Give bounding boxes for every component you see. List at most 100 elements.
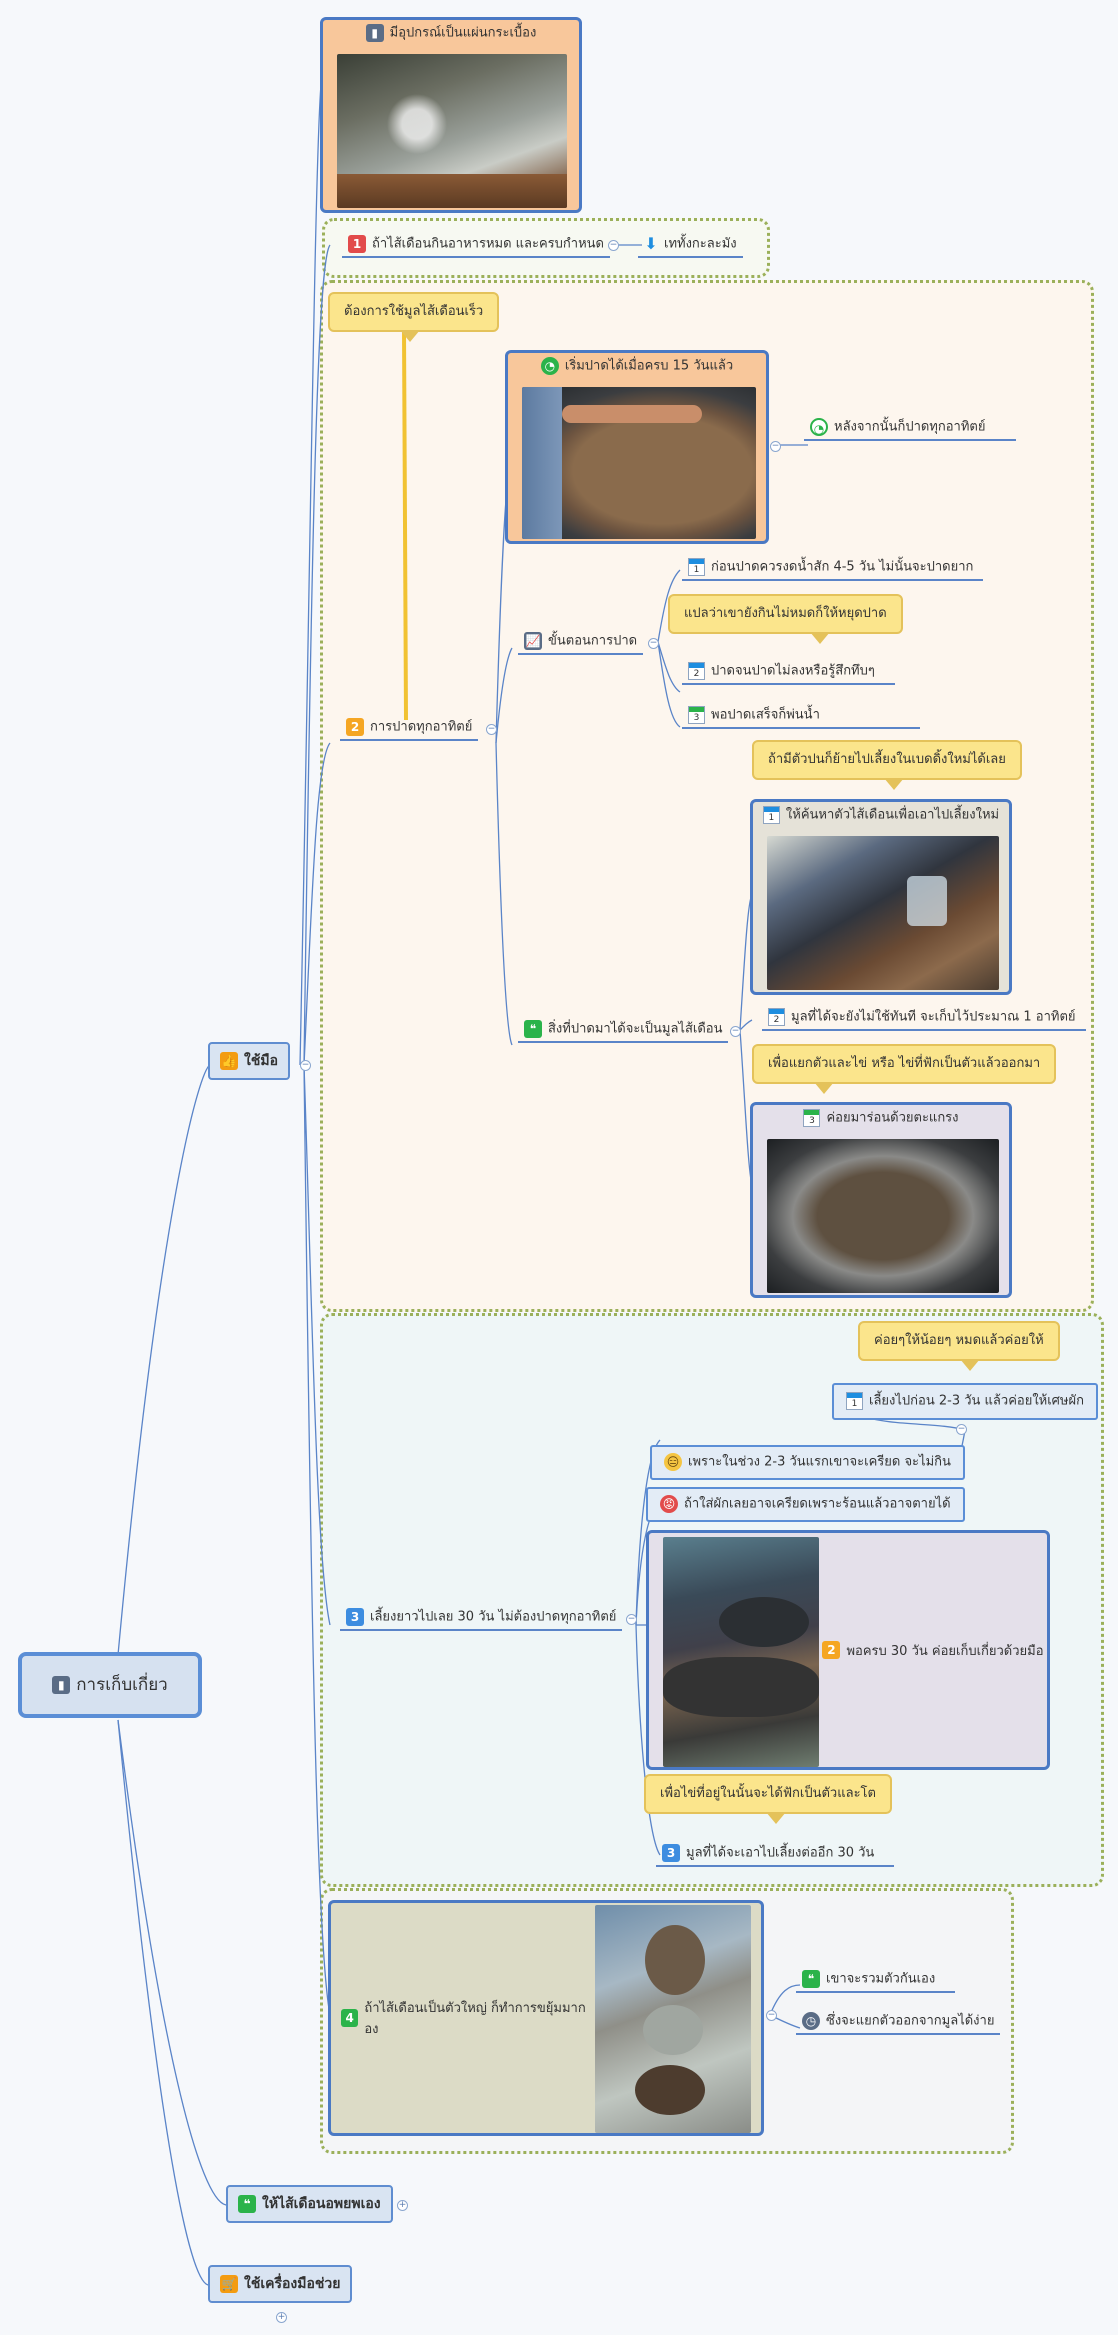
- callout-not-finished: แปลว่าเขายังกินไม่หมดก็ให้หยุดปาด: [668, 594, 903, 644]
- reuse-30-topic[interactable]: 3 มูลที่ได้จะเอาไปเลี้ยงต่ออีก 30 วัน: [656, 1842, 895, 1867]
- collapse-toggle[interactable]: −: [770, 441, 781, 452]
- step3-topic[interactable]: 3 เลี้ยงยาวไปเลย 30 วัน ไม่ต้องปาดทุกอาทิ…: [340, 1606, 623, 1631]
- reason-heat-topic[interactable]: 😡 ถ้าใส่ผักเลยอาจเครียดเพราะร้อนแล้วอาจตา…: [646, 1487, 965, 1522]
- procedure-topic[interactable]: 📈 ขั้นตอนการปาด: [518, 630, 644, 655]
- bar-chart-icon: ▮: [365, 24, 384, 42]
- step1-label: ถ้าไส้เดือนกินอาหารหมด และครบกำหนด: [372, 236, 604, 252]
- pie-icon: ◔: [540, 357, 559, 375]
- calendar-icon: 3: [803, 1109, 821, 1127]
- line-chart-icon: 📈: [524, 632, 542, 650]
- harvest-30-label: พอครบ 30 วัน ค่อยเก็บเกี่ยวด้วยมือ: [846, 1643, 1044, 1659]
- reason-stress-topic[interactable]: 😑เพราะในช่วง 2-3 วันแรกเขาจะเครียด จะไม่…: [650, 1445, 965, 1480]
- collapse-toggle[interactable]: −: [300, 1060, 311, 1071]
- step2-label: การปาดทุกอาทิตย์: [370, 719, 473, 735]
- start-scrape-card[interactable]: ◔ เริ่มปาดได้เมื่อครบ 15 วันแล้ว: [505, 350, 769, 544]
- arrow-down-icon: ⬇: [644, 234, 658, 253]
- number-badge-3: 3: [662, 1844, 680, 1862]
- callout-feed-little: ค่อยๆให้น้อยๆ หมดแล้วค่อยให้: [858, 1321, 1060, 1371]
- harvest-30-card[interactable]: 2 พอครบ 30 วัน ค่อยเก็บเกี่ยวด้วยมือ: [646, 1530, 1050, 1770]
- number-badge-4: 4: [341, 2009, 359, 2027]
- expand-toggle[interactable]: +: [397, 2200, 408, 2211]
- procedure-item-1[interactable]: 1 ก่อนปาดควรงดน้ำสัก 4-5 วัน ไม่นั้นจะปาด…: [682, 556, 984, 581]
- calendar-icon: 1: [846, 1392, 863, 1410]
- boundary-step1: [322, 218, 770, 278]
- collapse-toggle[interactable]: −: [608, 240, 619, 251]
- procedure-item-1-label: ก่อนปาดควรงดน้ำสัก 4-5 วัน ไม่นั้นจะปาดย…: [711, 559, 974, 575]
- bar-chart-icon: ▮: [52, 1676, 71, 1694]
- worm-pile-photo: [595, 1905, 751, 2133]
- branch-hand[interactable]: 👍ใช้มือ: [208, 1042, 290, 1080]
- step1-topic[interactable]: 1 ถ้าไส้เดือนกินอาหารหมด และครบกำหนด: [342, 233, 610, 258]
- harvest-30-title: 2 พอครบ 30 วัน ค่อยเก็บเกี่ยวด้วยมือ: [819, 1533, 1047, 1767]
- collapse-toggle[interactable]: −: [730, 1026, 741, 1037]
- find-worms-title: 1 ให้ค้นหาตัวไส้เดือนเพื่อเอาไปเลี้ยงใหม่: [753, 802, 1009, 829]
- callout-separate-eggs-text: เพื่อแยกตัวและไข่ หรือ ไข่ที่ฟักเป็นตัวแ…: [768, 1056, 1041, 1071]
- branch-tool[interactable]: 🛒 ใช้เครื่องมือช่วย: [208, 2265, 353, 2303]
- branch-tool-label: ใช้เครื่องมือช่วย: [244, 2276, 341, 2292]
- callout-feed-little-text: ค่อยๆให้น้อยๆ หมดแล้วค่อยให้: [874, 1333, 1044, 1348]
- collapse-toggle[interactable]: −: [626, 1614, 637, 1625]
- tile-equipment-card[interactable]: ▮ มีอุปกรณ์เป็นแผ่นกระเบื้อง: [320, 17, 582, 213]
- feed-later-label: เลี้ยงไปก่อน 2-3 วัน แล้วค่อยให้เศษผัก: [869, 1393, 1084, 1409]
- worm-search-photo: [767, 836, 999, 990]
- step1-child[interactable]: ⬇ เททั้งกะละมัง: [638, 233, 743, 258]
- expand-toggle[interactable]: +: [276, 2312, 287, 2323]
- number-badge-3: 3: [346, 1608, 364, 1626]
- number-badge-2: 2: [822, 1641, 841, 1659]
- sieve-label: ค่อยมาร่อนด้วยตะแกรง: [826, 1110, 959, 1126]
- gather-topic[interactable]: ❝เขาจะรวมตัวกันเอง: [796, 1968, 956, 1993]
- tile-equipment-label: มีอุปกรณ์เป็นแผ่นกระเบื้อง: [389, 25, 537, 41]
- calendar-icon: 1: [762, 806, 780, 824]
- calendar-icon: 1: [688, 558, 705, 576]
- branch-self-migrate[interactable]: ❝ ให้ไส้เดือนอพยพเอง: [226, 2185, 393, 2223]
- tile-equipment-title: ▮ มีอุปกรณ์เป็นแผ่นกระเบื้อง: [323, 20, 579, 47]
- root-topic[interactable]: ▮ การเก็บเกี่ยว: [18, 1652, 202, 1718]
- clock-icon: ◷: [802, 2012, 820, 2030]
- start-scrape-label: เริ่มปาดได้เมื่อครบ 15 วันแล้ว: [564, 358, 734, 374]
- after-weekly-label: หลังจากนั้นก็ปาดทุกอาทิตย์: [834, 419, 986, 435]
- start-scrape-title: ◔ เริ่มปาดได้เมื่อครบ 15 วันแล้ว: [508, 353, 766, 380]
- collapse-toggle[interactable]: −: [766, 2010, 777, 2021]
- store-week-label: มูลที่ได้จะยังไม่ใช้ทันที จะเก็บไว้ประมา…: [791, 1009, 1076, 1025]
- find-worms-label: ให้ค้นหาตัวไส้เดือนเพื่อเอาไปเลี้ยงใหม่: [785, 807, 1000, 823]
- quote-icon: ❝: [238, 2195, 256, 2213]
- separate-topic[interactable]: ◷ซึ่งจะแยกตัวออกจากมูลได้ง่าย: [796, 2010, 1001, 2035]
- gather-label: เขาจะรวมตัวกันเอง: [826, 1971, 936, 1987]
- sieve-title: 3 ค่อยมาร่อนด้วยตะแกรง: [753, 1105, 1009, 1132]
- find-worms-card[interactable]: 1 ให้ค้นหาตัวไส้เดือนเพื่อเอาไปเลี้ยงใหม่: [750, 799, 1012, 995]
- branch-self-label: ให้ไส้เดือนอพยพเอง: [262, 2196, 381, 2212]
- collapse-toggle[interactable]: −: [486, 724, 497, 735]
- procedure-label: ขั้นตอนการปาด: [548, 633, 638, 649]
- sieve-card[interactable]: 3 ค่อยมาร่อนด้วยตะแกรง: [750, 1102, 1012, 1298]
- step3-label: เลี้ยงยาวไปเลย 30 วัน ไม่ต้องปาดทุกอาทิต…: [370, 1609, 617, 1625]
- callout-need-fast: ต้องการใช้มูลไส้เดือนเร็ว: [328, 292, 500, 342]
- after-weekly-topic[interactable]: ◔ หลังจากนั้นก็ปาดทุกอาทิตย์: [804, 416, 1016, 441]
- pie-icon: ◔: [810, 418, 828, 436]
- reason-heat-label: ถ้าใส่ผักเลยอาจเครียดเพราะร้อนแล้วอาจตาย…: [684, 1496, 951, 1512]
- feed-later-topic[interactable]: 1 เลี้ยงไปก่อน 2-3 วัน แล้วค่อยให้เศษผัก: [832, 1383, 1098, 1420]
- reuse-30-label: มูลที่ได้จะเอาไปเลี้ยงต่ออีก 30 วัน: [686, 1845, 875, 1861]
- result-topic[interactable]: ❝สิ่งที่ปาดมาได้จะเป็นมูลไส้เดือน: [518, 1018, 729, 1043]
- collapse-toggle[interactable]: −: [648, 638, 659, 649]
- callout-eggs-hatch: เพื่อไข่ที่อยู่ในนั้นจะได้ฟักเป็นตัวและโ…: [644, 1774, 892, 1824]
- step1-child-label: เททั้งกะละมัง: [664, 236, 737, 252]
- number-badge-1: 1: [348, 235, 366, 253]
- tile-photo: [337, 54, 567, 208]
- callout-move-bedding-text: ถ้ามีตัวปนก็ย้ายไปเลี้ยงในเบดดิ้งใหม่ได้…: [768, 752, 1006, 767]
- sieve-photo: [767, 1139, 999, 1293]
- cart-icon: 🛒: [220, 2275, 238, 2293]
- calendar-icon: 2: [688, 662, 705, 680]
- procedure-item-3-label: พอปาดเสร็จก็พ่นน้ำ: [711, 707, 820, 723]
- harvest-photo: [663, 1537, 819, 1767]
- angry-face-icon: 😡: [660, 1495, 678, 1513]
- collapse-toggle[interactable]: −: [956, 1424, 967, 1435]
- result-label: สิ่งที่ปาดมาได้จะเป็นมูลไส้เดือน: [548, 1021, 723, 1037]
- callout-separate-eggs: เพื่อแยกตัวและไข่ หรือ ไข่ที่ฟักเป็นตัวแ…: [752, 1044, 1057, 1094]
- root-label: การเก็บเกี่ยว: [76, 1675, 168, 1695]
- thumbs-up-icon: 👍: [220, 1052, 238, 1070]
